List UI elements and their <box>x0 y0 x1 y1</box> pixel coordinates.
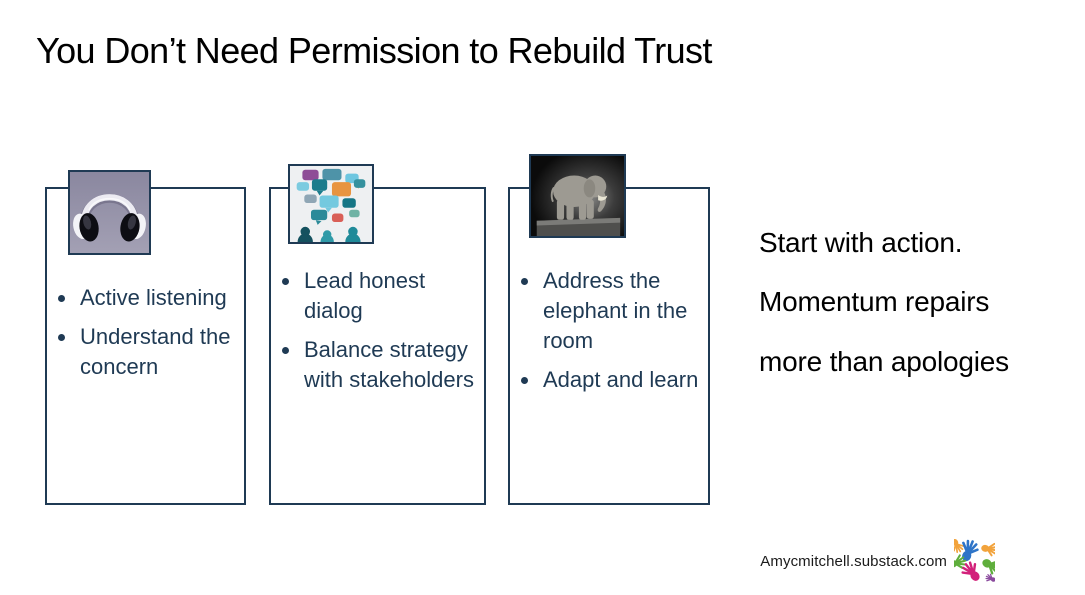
bullet-item: Balance strategy with stakeholders <box>302 335 476 395</box>
callout-line: more than apologies <box>759 345 1009 377</box>
bullet-item: Active listening <box>78 283 236 313</box>
hands-logo <box>946 536 1005 586</box>
bullet-item: Address the elephant in the room <box>541 266 700 356</box>
card-bullet-list: Lead honest dialog Balance strategy with… <box>271 266 484 395</box>
footer-site-text: Amycmitchell.substack.com <box>760 552 947 570</box>
slide-title: You Don’t Need Permission to Rebuild Tru… <box>36 30 712 71</box>
callout-line: Momentum repairs <box>759 286 990 318</box>
bullet-item: Understand the concern <box>78 322 236 382</box>
card-bullet-list: Active listening Understand the concern <box>47 283 244 382</box>
bullet-item: Lead honest dialog <box>302 266 476 326</box>
callout-text-block: Start with action. Momentum repairs more… <box>759 228 1009 406</box>
bullet-item: Adapt and learn <box>541 365 700 395</box>
speech-bubbles-photo <box>288 164 374 244</box>
footer: Amycmitchell.substack.com <box>760 536 1005 586</box>
card-bullet-list: Address the elephant in the room Adapt a… <box>510 266 708 395</box>
headphones-photo <box>68 170 151 255</box>
elephant-photo <box>529 154 626 238</box>
callout-line: Start with action. <box>759 227 963 258</box>
